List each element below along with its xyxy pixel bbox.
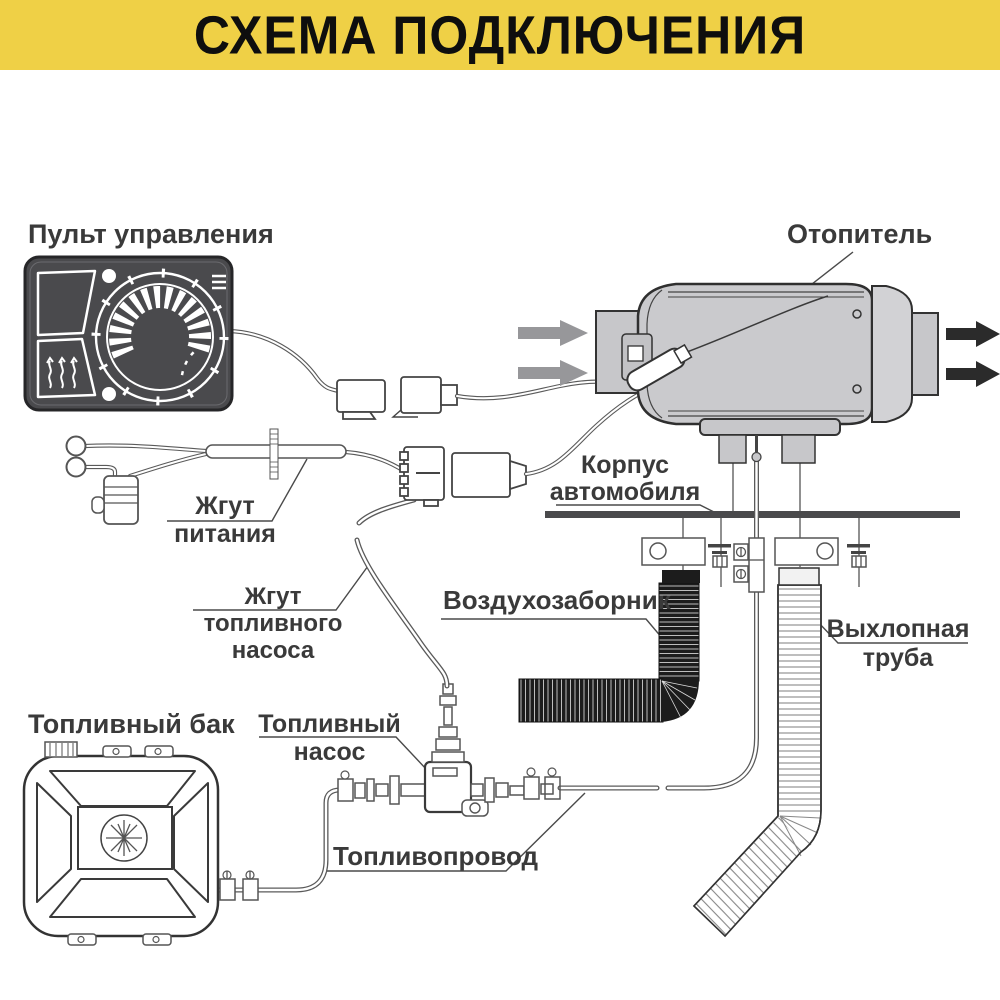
air-intake-duct bbox=[518, 570, 700, 723]
car-body-line bbox=[545, 511, 960, 518]
connector-pair-top bbox=[225, 328, 631, 420]
ring-terminal bbox=[65, 456, 87, 478]
label-fuel-line: Топливопровод bbox=[333, 841, 539, 871]
fuel-inlet-nozzle bbox=[751, 451, 762, 463]
exhaust-duct bbox=[692, 567, 822, 938]
mounting-lines bbox=[682, 463, 860, 587]
panel-screw bbox=[102, 269, 116, 283]
exhaust-stub bbox=[781, 434, 816, 464]
heater-end-cap bbox=[871, 285, 913, 423]
label-air-intake: Воздухозаборник bbox=[443, 585, 671, 615]
fuel-pump-unit bbox=[337, 683, 561, 817]
ring-terminal bbox=[65, 435, 87, 457]
fuel-tank bbox=[22, 741, 220, 946]
label-power-harness: Жгут питания bbox=[174, 492, 276, 549]
fuel-pump-harness-tube bbox=[354, 497, 450, 689]
panel-display-window bbox=[36, 269, 97, 337]
snowflake-icon bbox=[106, 820, 142, 856]
panel-screw bbox=[102, 387, 116, 401]
tank-cap bbox=[44, 741, 78, 758]
heater-plug bbox=[626, 343, 693, 392]
exhaust-connector bbox=[778, 567, 820, 586]
label-car-body: Корпус автомобиля bbox=[549, 451, 701, 506]
label-fuel-pump-harness: Жгут топливного насоса bbox=[203, 583, 343, 664]
panel-heat-window bbox=[36, 337, 97, 399]
panel-dial bbox=[91, 268, 229, 406]
label-fuel-pump: Топливный насос bbox=[258, 710, 401, 766]
power-harness bbox=[65, 428, 407, 525]
heat-waves-icon bbox=[46, 356, 78, 389]
mounting-brackets bbox=[641, 537, 870, 568]
air-intake-cap bbox=[662, 570, 700, 583]
label-heater: Отопитель bbox=[787, 219, 933, 249]
combustion-air-stub bbox=[718, 434, 747, 464]
tank-outlet-fitting bbox=[219, 870, 259, 901]
control-panel bbox=[23, 255, 234, 412]
intake-air-arrows bbox=[518, 320, 588, 386]
pump-top-fittings bbox=[431, 683, 465, 763]
label-fuel-tank: Топливный бак bbox=[28, 709, 235, 739]
label-exhaust-pipe: Выхлопная труба bbox=[826, 615, 970, 673]
fuel-line bbox=[209, 459, 759, 893]
fuse-holder bbox=[103, 475, 139, 525]
label-control-panel: Пульт управления bbox=[28, 219, 274, 249]
cable-tie bbox=[269, 428, 279, 480]
heater-unit bbox=[518, 282, 1000, 464]
heater-flange bbox=[699, 418, 841, 436]
title-banner: СХЕМА ПОДКЛЮЧЕНИЯ bbox=[0, 0, 1000, 70]
heater-body bbox=[636, 282, 874, 426]
hot-air-arrows bbox=[946, 321, 1000, 387]
heater-outlet-duct bbox=[911, 312, 939, 396]
fuel-line-clamp bbox=[733, 537, 765, 593]
page-title: СХЕМА ПОДКЛЮЧЕНИЯ bbox=[193, 4, 807, 66]
